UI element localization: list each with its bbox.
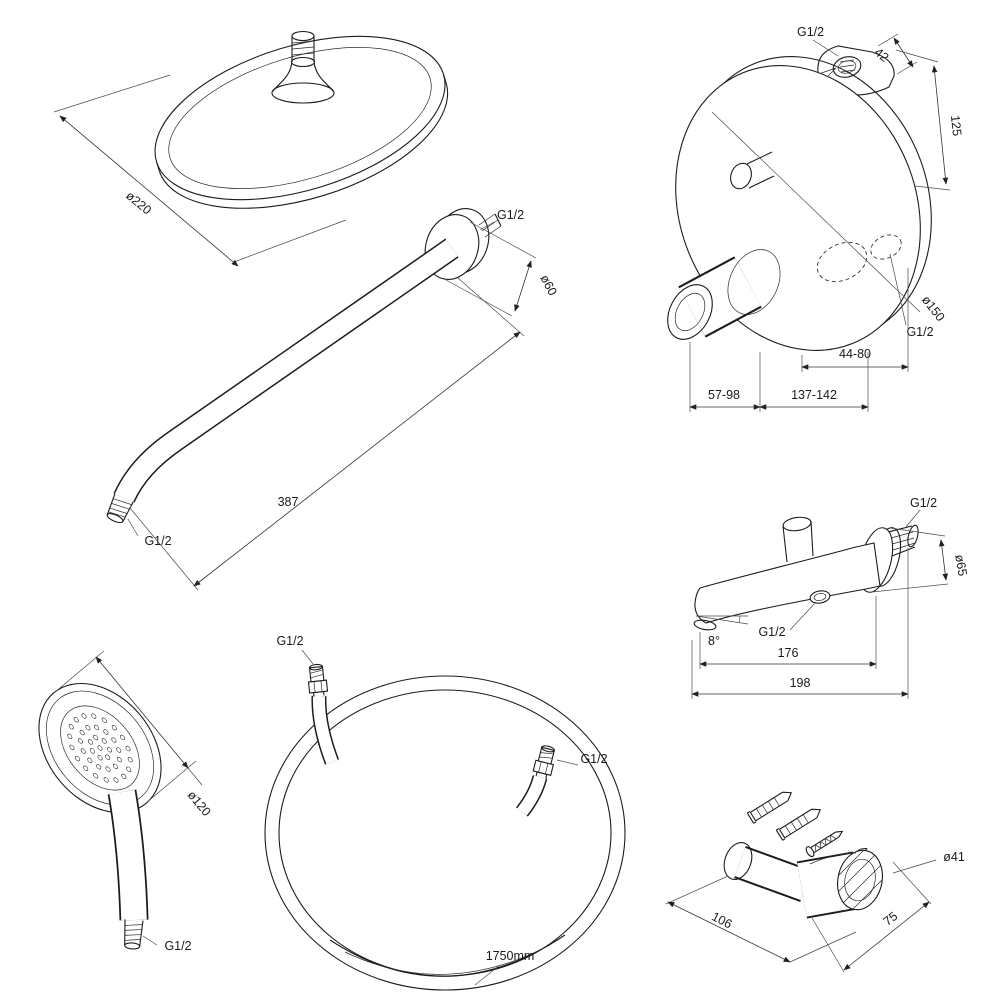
mixer-side-thread-label: G1/2 [906,325,933,339]
spray-nozzles [67,713,133,783]
mixer-plate-diameter-label: ø150 [919,293,948,324]
arm-length-label: 387 [278,495,299,509]
wall-plug [775,808,822,841]
hand-shower-drawing: ø120 G1/2 [38,650,214,953]
mixer-depth-adjust-label: 44-80 [839,347,871,361]
head-connector [271,30,335,104]
spout-hose-port-thread-label: G1/2 [758,625,785,639]
bath-spout-drawing: G1/2 ø65 8° G1/2 176 198 [691,496,970,699]
overhead-shower-drawing: ø220 [53,30,449,267]
mixer-bracket-offset-label: 42 [872,45,892,65]
mixer-handle [667,249,781,340]
spout-reach-label: 176 [778,646,799,660]
arm-outlet-thread [106,493,134,524]
bracket-body [723,842,888,919]
hand-shower-diameter-label: ø120 [185,788,214,819]
shower-arm-drawing: G1/2 ø60 G1/2 387 [106,208,560,591]
spout-angle-label: 8° [708,634,720,648]
bracket-diameter-label: ø41 [943,850,965,864]
spout-diverter-knob [782,516,814,563]
hand-shower-face [38,682,162,814]
hose-length-label: 1750mm [486,949,535,963]
arm-wall-thread-label: G1/2 [497,208,524,222]
hose-fitting-a [307,663,329,697]
concealed-mixer-drawing: ø150 G1/2 G1/2 42 125 44-80 57-98 137-14… [667,25,964,412]
hand-shower-thread-label: G1/2 [164,939,191,953]
mixer-outlet-stub [730,151,775,190]
mixer-port-dashed-a [816,241,868,283]
hose-thread-b-label: G1/2 [580,752,607,766]
hand-shower-thread [124,919,144,950]
wall-bracket-drawing: ø41 106 75 [665,791,965,973]
mixer-height-label: 125 [948,114,964,136]
mixer-depth-max-label: 137-142 [791,388,837,402]
spout-body [694,542,881,624]
spout-hose-port [809,590,831,604]
spout-aerator [693,619,717,631]
bracket-depth-label: 75 [881,909,901,929]
bracket-width-label: 106 [709,909,734,931]
arm-wall-thread [478,213,502,238]
arm-escutcheon-diameter-label: ø60 [537,272,559,298]
hose-fitting-b [532,745,555,779]
spout-total-length-label: 198 [790,676,811,690]
wall-plug [746,791,793,824]
screw [805,830,844,858]
overhead-diameter-label: ø220 [123,188,154,217]
spout-wall-thread [887,524,919,557]
shower-hose-drawing: G1/2 G1/2 1750mm [264,634,626,991]
hose-thread-a-label: G1/2 [276,634,303,648]
mixer-depth-min-label: 57-98 [708,388,740,402]
spout-wall-thread-label: G1/2 [910,496,937,510]
mixer-top-thread-label: G1/2 [797,25,824,39]
arm-outlet-thread-label: G1/2 [144,534,171,548]
spout-flange-diameter-label: ø65 [952,553,970,577]
